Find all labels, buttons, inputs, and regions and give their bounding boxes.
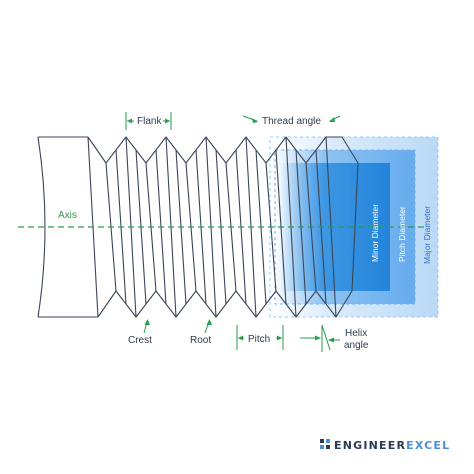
major-diameter-label: Major Diameter — [422, 206, 432, 264]
helix-label-line2: angle — [344, 340, 369, 351]
helix-line-right — [321, 324, 331, 351]
pitch-diameter-label: Pitch Diameter — [397, 206, 407, 262]
thread-angle-dimension — [242, 115, 341, 123]
thread-angle-arrow-left — [252, 118, 258, 123]
shank-left-edge — [37, 136, 46, 318]
pitch-arrow-left — [238, 335, 243, 341]
pitch-dimension — [236, 325, 284, 350]
helix-angle-dimension — [300, 324, 340, 352]
logo-mark-icon — [320, 439, 330, 449]
root-label: Root — [190, 335, 211, 346]
brand-name: ENGINEEREXCEL — [334, 439, 450, 452]
pitch-arrow-right — [277, 335, 282, 341]
helix-label-line1: Helix — [345, 328, 367, 339]
root-pointer-head — [206, 319, 212, 325]
minor-diameter-label: Minor Diameter — [370, 204, 380, 262]
helix-arrow-left — [315, 335, 321, 341]
thread-angle-arrow-right — [329, 117, 335, 122]
thread-end — [351, 162, 359, 292]
flank-label: Flank — [137, 116, 162, 127]
flank-arrow-left — [127, 118, 132, 124]
engineerexcel-logo: ENGINEEREXCEL — [320, 439, 450, 452]
crest-pointer-head — [144, 319, 150, 325]
callout-arrows — [143, 319, 212, 334]
flank-arrow-right — [165, 118, 170, 124]
brand-name-part1: ENGINEER — [334, 439, 406, 452]
pitch-diameter-dashed-box — [274, 149, 416, 305]
axis-label: Axis — [58, 210, 77, 221]
helix-arrow-right — [328, 337, 334, 343]
pitch-label: Pitch — [248, 334, 270, 345]
flank-dimension — [125, 112, 172, 130]
brand-name-part2: EXCEL — [406, 439, 450, 452]
axis-group: Axis — [18, 210, 428, 228]
crest-label: Crest — [128, 335, 152, 346]
thread-angle-label: Thread angle — [262, 116, 321, 127]
